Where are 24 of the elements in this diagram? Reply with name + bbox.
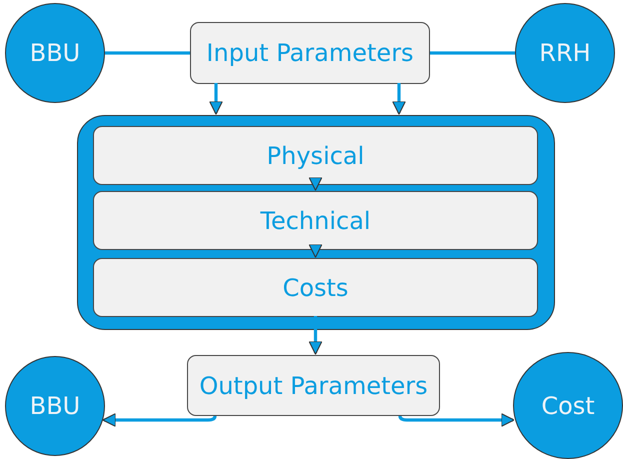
process-box bbox=[93, 126, 538, 185]
node-label: BBU bbox=[30, 392, 80, 420]
node-label: Costs bbox=[282, 274, 348, 302]
process-box bbox=[93, 258, 538, 317]
node-label: Cost bbox=[541, 392, 595, 420]
node-label: BBU bbox=[30, 39, 80, 67]
arrow bbox=[209, 83, 223, 115]
connector-line bbox=[105, 51, 190, 55]
node-label: Output Parameters bbox=[199, 372, 428, 400]
arrow bbox=[308, 316, 322, 355]
arrow bbox=[392, 83, 406, 115]
node-label: RRH bbox=[539, 39, 591, 67]
node-label: Technical bbox=[260, 206, 371, 234]
process-box bbox=[93, 191, 538, 250]
arrow bbox=[308, 176, 322, 191]
model-container bbox=[77, 115, 555, 330]
arrow bbox=[102, 413, 217, 427]
arrow bbox=[398, 413, 515, 427]
connector-line bbox=[430, 51, 515, 55]
process-box bbox=[187, 355, 440, 416]
node-label: Input Parameters bbox=[206, 39, 414, 67]
node-label: Physical bbox=[266, 142, 364, 170]
process-box bbox=[190, 22, 430, 84]
arrow bbox=[308, 244, 322, 258]
